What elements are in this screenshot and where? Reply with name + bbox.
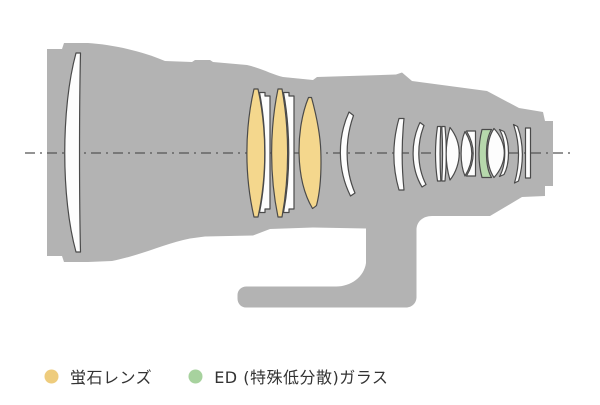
lens-element-rear-meniscus-1: [412, 121, 427, 188]
lens-element-thin-plate-1: [393, 117, 405, 191]
lens-element-doublet-plate-b: [441, 125, 447, 182]
lens-element-plano-convex: [445, 126, 460, 181]
lens-barrel-silhouette: [47, 43, 553, 308]
lens-element-small-biconvex: [460, 130, 473, 177]
lens-element-front-meniscus: [64, 52, 82, 253]
lens-element-fluorite-3: [298, 96, 322, 210]
lens-element-ed-glass: [478, 128, 493, 179]
legend-label-ed-glass: ED (特殊低分散)ガラス: [214, 368, 389, 387]
lens-element-doublet-plate-a: [434, 125, 442, 182]
fluorite-swatch-icon: [44, 369, 59, 383]
lens-element-mid-meniscus: [339, 111, 356, 197]
legend-label-fluorite: 蛍石レンズ: [70, 368, 153, 387]
lens-element-rear-biconvex: [487, 127, 505, 179]
lens-element-rear-meniscus-3: [512, 123, 523, 184]
lens-element-small-negative: [465, 130, 477, 177]
lens-element-cemented-sliver-2: [282, 91, 295, 214]
ed-glass-swatch-icon: [188, 369, 203, 383]
lens-element-cemented-sliver-1: [258, 91, 271, 214]
lens-element-fluorite-2: [271, 88, 289, 218]
lens-element-rear-meniscus-2: [498, 128, 510, 178]
legend-item-fluorite: 蛍石レンズ: [44, 364, 152, 388]
lens-element-flat-plate: [524, 127, 532, 179]
legend: 蛍石レンズ ED (特殊低分散)ガラス: [44, 364, 388, 388]
legend-item-ed-glass: ED (特殊低分散)ガラス: [188, 364, 388, 388]
